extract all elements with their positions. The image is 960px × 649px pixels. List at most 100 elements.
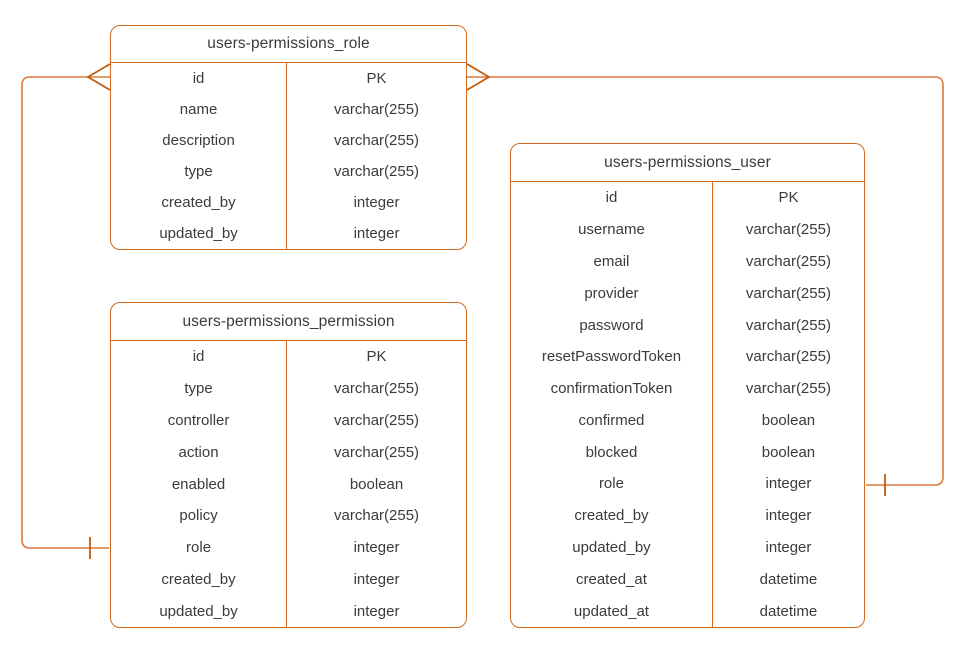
table-row: policy varchar(255) <box>111 499 466 532</box>
table-row: created_by integer <box>111 187 466 218</box>
field-type: datetime <box>759 602 818 620</box>
table-title: users-permissions_permission <box>111 303 466 341</box>
field-name: blocked <box>511 436 713 469</box>
field-name: id <box>511 182 713 214</box>
entity-users-permissions-user: users-permissions_user id PK username varch… <box>510 143 865 628</box>
field-type: varchar(255) <box>334 443 420 461</box>
table-title: users-permissions_role <box>111 26 466 63</box>
crow-foot-many-marker <box>86 63 111 91</box>
entity-body: id PK username varchar(255) email varchar(255… <box>511 182 864 627</box>
field-type: integer <box>765 507 812 525</box>
field-type: varchar(255) <box>745 348 831 366</box>
table-row: created_by integer <box>111 563 466 596</box>
field-name: id <box>111 63 288 94</box>
table-row: created_by integer <box>511 499 864 532</box>
table-title: users-permissions_user <box>511 144 864 182</box>
field-type: integer <box>765 538 812 556</box>
table-row: name varchar(255) <box>111 94 466 125</box>
table-row: updated_by integer <box>511 531 864 564</box>
entity-users-permissions-permission: users-permissions_permission id PK type var… <box>110 302 467 628</box>
field-name: created_by <box>111 563 288 596</box>
field-type: PK <box>778 189 799 207</box>
field-type: integer <box>353 570 400 588</box>
table-row: confirmed boolean <box>511 404 864 437</box>
field-name: updated_at <box>511 595 713 627</box>
field-name: policy <box>111 499 288 532</box>
field-type: PK <box>366 348 387 366</box>
field-name: updated_by <box>511 531 713 564</box>
field-name: confirmed <box>511 404 713 437</box>
field-name: action <box>111 436 288 469</box>
field-name: provider <box>511 277 713 310</box>
relationship-role-permission <box>21 63 111 559</box>
field-name: confirmationToken <box>511 372 713 405</box>
field-name: updated_by <box>111 218 288 249</box>
field-name: enabled <box>111 468 288 500</box>
table-row: confirmationToken varchar(255) <box>511 372 864 405</box>
field-type: varchar(255) <box>334 132 420 149</box>
field-type: boolean <box>349 475 404 493</box>
field-name: resetPasswordToken <box>511 340 713 373</box>
field-type: varchar(255) <box>745 284 831 302</box>
field-name: type <box>111 156 288 187</box>
table-row: role integer <box>511 468 864 500</box>
table-row: id PK <box>111 63 466 94</box>
field-type: boolean <box>761 411 816 429</box>
field-name: role <box>511 468 713 500</box>
field-type: varchar(255) <box>334 507 420 525</box>
table-row: type varchar(255) <box>111 372 466 405</box>
field-name: password <box>511 309 713 341</box>
table-row: updated_by integer <box>111 218 466 249</box>
table-row: description varchar(255) <box>111 125 466 156</box>
field-type: varchar(255) <box>745 380 831 398</box>
entity-body: id PK type varchar(255) controller varchar(25… <box>111 341 466 628</box>
field-type: varchar(255) <box>745 221 831 239</box>
table-row: controller varchar(255) <box>111 404 466 437</box>
field-type: integer <box>765 475 812 493</box>
field-type: varchar(255) <box>745 252 831 270</box>
field-name: role <box>111 531 288 564</box>
field-type: varchar(255) <box>334 411 420 429</box>
field-type: varchar(255) <box>334 101 420 118</box>
table-row: created_at datetime <box>511 563 864 596</box>
field-name: email <box>511 245 713 278</box>
relationship-role-permission-line <box>21 76 110 549</box>
field-name: updated_by <box>111 595 288 628</box>
field-type: varchar(255) <box>334 380 420 398</box>
field-name: controller <box>111 404 288 437</box>
table-row: provider varchar(255) <box>511 277 864 310</box>
field-type: integer <box>353 194 400 211</box>
field-name: username <box>511 213 713 246</box>
table-row: updated_by integer <box>111 595 466 628</box>
table-row: action varchar(255) <box>111 436 466 469</box>
entity-body: id PK name varchar(255) description varchar(2… <box>111 63 466 249</box>
table-row: resetPasswordToken varchar(255) <box>511 340 864 373</box>
table-row: role integer <box>111 531 466 564</box>
entity-users-permissions-role: users-permissions_role id PK name varchar(2… <box>110 25 467 250</box>
table-row: id PK <box>511 182 864 214</box>
field-name: name <box>111 94 288 125</box>
field-name: type <box>111 372 288 405</box>
table-row: password varchar(255) <box>511 309 864 341</box>
field-name: id <box>111 341 288 373</box>
field-type: PK <box>366 70 387 87</box>
field-name: created_at <box>511 563 713 596</box>
field-type: datetime <box>759 570 818 588</box>
field-type: integer <box>353 539 400 557</box>
table-row: updated_at datetime <box>511 595 864 627</box>
crow-foot-many-marker <box>466 63 491 91</box>
field-type: boolean <box>761 443 816 461</box>
field-type: varchar(255) <box>745 316 831 334</box>
table-row: username varchar(255) <box>511 213 864 246</box>
field-type: integer <box>353 225 400 242</box>
table-row: blocked boolean <box>511 436 864 469</box>
field-type: integer <box>353 602 400 620</box>
field-name: created_by <box>511 499 713 532</box>
table-row: email varchar(255) <box>511 245 864 278</box>
field-name: description <box>111 125 288 156</box>
table-row: enabled boolean <box>111 468 466 500</box>
field-name: created_by <box>111 187 288 218</box>
table-row: id PK <box>111 341 466 373</box>
